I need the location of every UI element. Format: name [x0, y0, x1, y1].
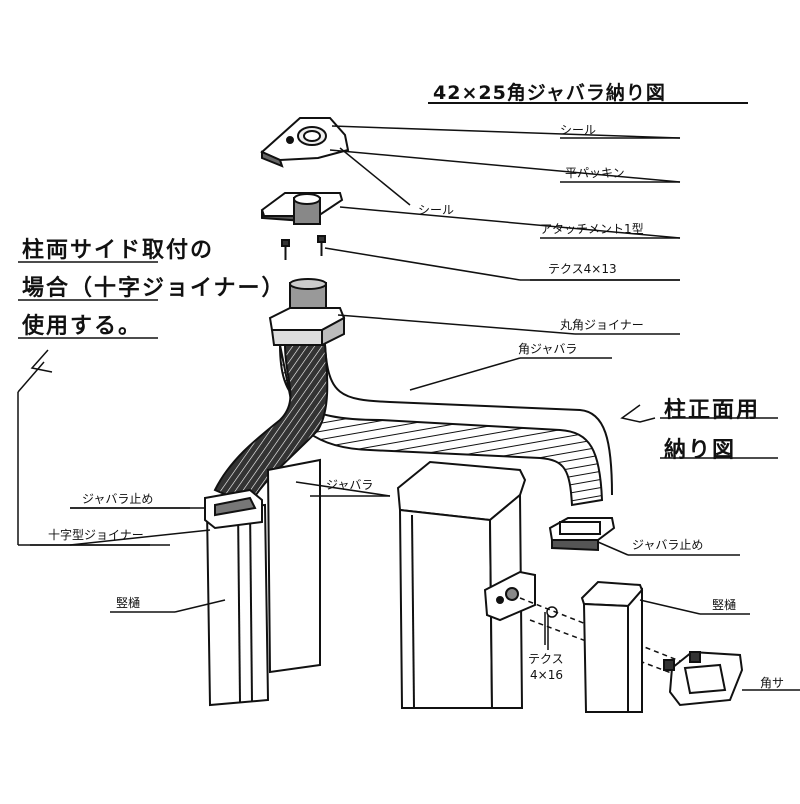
cross-joiner — [204, 488, 263, 530]
leader-lines — [69, 125, 800, 691]
attachment-plate — [260, 192, 344, 225]
label-screw-4x16-b: 4×16 — [530, 668, 563, 682]
left-downpipe — [205, 503, 270, 707]
label-bellows-stop-left: ジャバラ止め — [82, 492, 154, 506]
column-bracket — [483, 570, 536, 622]
label-flat-packing: 平パッキン — [565, 166, 625, 180]
side-note-line-2: 場合（十字ジョイナー） — [22, 276, 286, 301]
label-downpipe-left: 竪樋 — [116, 596, 141, 610]
screw-4x16 — [544, 606, 558, 645]
label-square-support: 角サ — [760, 676, 785, 690]
label-screw-4x16-a: テクス — [528, 652, 564, 666]
side-note-line-3: 使用する。 — [22, 314, 143, 339]
right-downpipe — [580, 580, 644, 713]
seal-plate — [260, 117, 350, 168]
square-support — [663, 650, 744, 707]
diagram-title: 42×25角ジャバラ納り図 — [433, 82, 666, 104]
bellows-stop-right — [548, 517, 616, 552]
front-note-pointer — [620, 404, 656, 423]
round-square-joiner — [268, 278, 346, 347]
label-attachment: アタッチメント1型 — [540, 222, 644, 236]
label-bellows-stop-right: ジャバラ止め — [632, 538, 704, 552]
front-note-line-2: 納り図 — [664, 438, 737, 463]
label-screw-4x13: テクス4×13 — [548, 262, 617, 276]
label-square-bellows: 角ジャバラ — [518, 342, 578, 356]
side-note-pointer — [17, 349, 150, 546]
center-downpipe — [266, 458, 321, 674]
label-cross-joiner: 十字型ジョイナー — [48, 528, 144, 542]
front-note-line-1: 柱正面用 — [664, 398, 761, 423]
label-seal-mid: シール — [418, 203, 455, 217]
label-downpipe-right: 竪樋 — [712, 598, 737, 612]
screw-pair — [281, 235, 326, 260]
label-round-square-joiner: 丸角ジョイナー — [560, 318, 644, 332]
label-bellows: ジャバラ — [326, 478, 374, 492]
side-note-line-1: 柱両サイド取付の — [22, 238, 215, 263]
label-rules — [30, 137, 680, 613]
label-seal-top: シール — [560, 123, 597, 137]
